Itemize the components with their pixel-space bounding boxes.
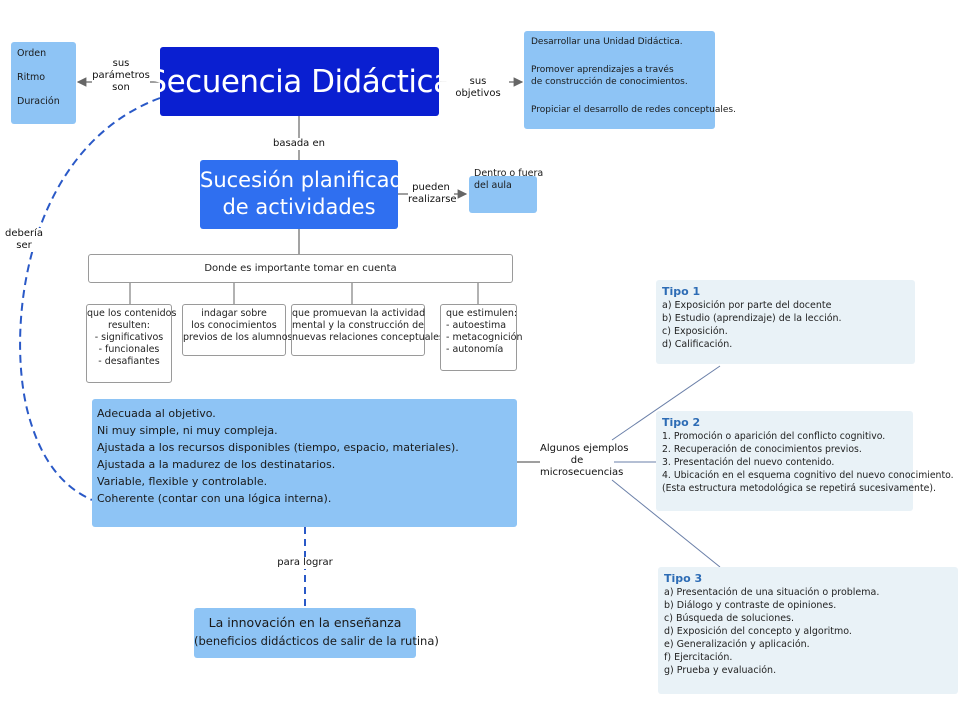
tipo-1-node: Tipo 1 a) Exposición por parte del docen… (656, 280, 915, 364)
dentro-node: Dentro o fuera del aula (469, 168, 543, 213)
objective-item: Propiciar el desarrollo de redes concept… (531, 105, 736, 115)
label-ejemplos: Algunos ejemplos de microsecuencias (540, 443, 629, 479)
label-lograr: para lograr (277, 557, 333, 569)
label-objetivos: sus objetivos (447, 76, 509, 100)
objective-item: Promover aprendizajes a través (531, 65, 674, 75)
objective-item: de construcción de conocimientos. (531, 77, 688, 87)
tipo-title: Tipo 1 (662, 285, 701, 298)
innovacion-line: (beneficios didácticos de salir de la ru… (194, 634, 439, 648)
consideration-actividad: que promuevan la actividad mental y la c… (291, 304, 444, 356)
sucesion-line: de actividades (222, 195, 376, 219)
link-tipo1 (611, 365, 721, 441)
parameter-item: Duración (17, 96, 60, 107)
characteristic-item: Ajustada a los recursos disponibles (tie… (97, 441, 459, 454)
parameter-item: Orden (17, 48, 47, 59)
tipo-title: Tipo 2 (662, 416, 701, 429)
objective-item: Desarrollar una Unidad Didáctica. (531, 37, 683, 47)
characteristic-item: Adecuada al objetivo. (97, 407, 216, 420)
consideration-conocimientos: indagar sobre los conocimientos previos … (182, 304, 292, 356)
characteristic-item: Ajustada a la madurez de los destinatari… (97, 458, 336, 471)
label-pueden: pueden realizarse (408, 182, 457, 206)
label-basada: basada en (268, 138, 330, 150)
parameter-item: Ritmo (17, 72, 46, 83)
parameters-node: Orden Ritmo Duración (11, 42, 76, 124)
dentro-line: del aula (474, 180, 512, 191)
label-parametros: sus parámetros son (92, 58, 150, 94)
dentro-line: Dentro o fuera (474, 168, 544, 179)
label-deberia: debería ser (0, 228, 48, 252)
consideration-contenidos: que los contenidos resulten: - significa… (86, 304, 176, 383)
characteristic-item: Ni muy simple, ni muy compleja. (97, 424, 278, 437)
sucesion-node: Sucesión planificada de actividades (200, 160, 416, 229)
tipo-title: Tipo 3 (664, 572, 703, 585)
link-tipo3 (611, 479, 721, 568)
link-deberia-dashed (19, 97, 161, 501)
consideration-estimulen: que estimulen: - autoestima - metacognic… (440, 304, 523, 371)
tipo-3-node: Tipo 3 a) Presentación de una situación … (658, 567, 958, 694)
characteristics-node: Adecuada al objetivo. Ni muy simple, ni … (92, 399, 517, 527)
innovacion-node: La innovación en la enseñanza (beneficio… (194, 608, 439, 658)
importante-node: Donde es importante tomar en cuenta (88, 254, 513, 283)
tipo-2-node: Tipo 2 1. Promoción o aparición del conf… (656, 411, 954, 511)
characteristic-item: Coherente (contar con una lógica interna… (97, 492, 332, 505)
sucesion-line: Sucesión planificada (200, 168, 416, 192)
main-node: Secuencia Didáctica (147, 47, 452, 116)
objectives-node: Desarrollar una Unidad Didáctica. Promov… (524, 31, 736, 129)
innovacion-line: La innovación en la enseñanza (208, 615, 402, 630)
characteristic-item: Variable, flexible y controlable. (97, 475, 268, 488)
main-title: Secuencia Didáctica (147, 63, 452, 100)
